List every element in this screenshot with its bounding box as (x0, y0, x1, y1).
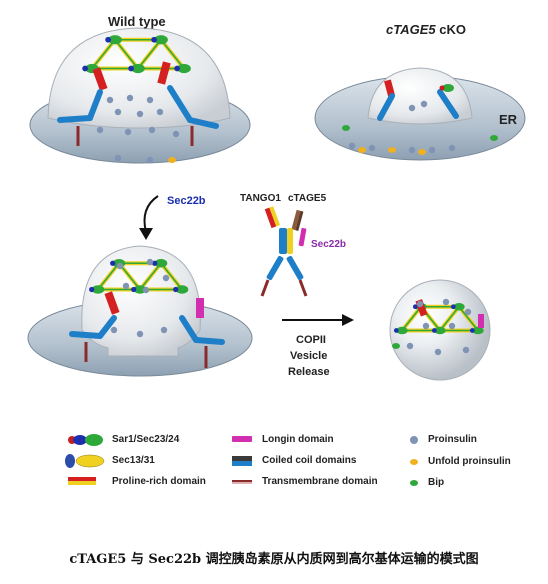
inset-sec22b-label: Sec22b (311, 239, 347, 250)
release-label: Release (288, 366, 330, 378)
er-label: ER (499, 112, 518, 127)
longin-icon (232, 436, 252, 442)
sec22b-arrow (139, 195, 159, 240)
coiled-coil-icon (232, 456, 252, 466)
legend-transmembrane-label: Transmembrane domain (262, 476, 378, 487)
cko-title: cTAGE5 cKO (386, 22, 466, 37)
wild-type-er (29, 27, 251, 164)
cko-er (314, 67, 526, 161)
proinsulin-icon (410, 436, 418, 444)
vesicle-label: Vesicle (290, 350, 328, 362)
copii-label: COPII (296, 334, 326, 346)
cko-suffix: cKO (435, 22, 466, 37)
vesicle-coat-complex (392, 298, 484, 356)
bip-icon (410, 480, 418, 486)
legend-proline-label: Proline-rich domain (112, 476, 206, 487)
budding-er (27, 245, 253, 377)
legend-bip-label: Bip (428, 477, 445, 488)
unfold-proinsulin-icon (410, 459, 418, 465)
sar1-icon (68, 434, 103, 446)
copii-arrow (282, 314, 354, 326)
ctage5-label: cTAGE5 (288, 193, 327, 204)
legend-sar1-label: Sar1/Sec23/24 (112, 434, 180, 445)
budding-coat-complex (69, 258, 225, 368)
legend-icons (65, 434, 418, 486)
cko-gene-name: cTAGE5 (386, 22, 436, 37)
legend-unfold-label: Unfold proinsulin (428, 456, 511, 467)
sec22b-arrow-label: Sec22b (167, 195, 206, 207)
legend-sec13-label: Sec13/31 (112, 455, 155, 466)
sec13-icon (65, 454, 105, 468)
legend-proinsulin-label: Proinsulin (428, 434, 477, 445)
tango1-label: TANGO1 (240, 193, 281, 204)
cko-coat-complex (342, 79, 498, 155)
transmembrane-icon (232, 480, 252, 484)
wild-type-coat-complex (57, 35, 219, 164)
figure-caption: cTAGE5 与 Sec22b 调控胰岛素原从内质网到高尔基体运输的模式图 (69, 552, 479, 567)
legend-longin-label: Longin domain (262, 434, 334, 445)
wild-type-title: Wild type (108, 14, 166, 29)
proline-rich-icon (68, 477, 96, 485)
tango1-ctage5-inset (260, 206, 308, 297)
legend-coiled-label: Coiled coil domains (262, 455, 357, 466)
